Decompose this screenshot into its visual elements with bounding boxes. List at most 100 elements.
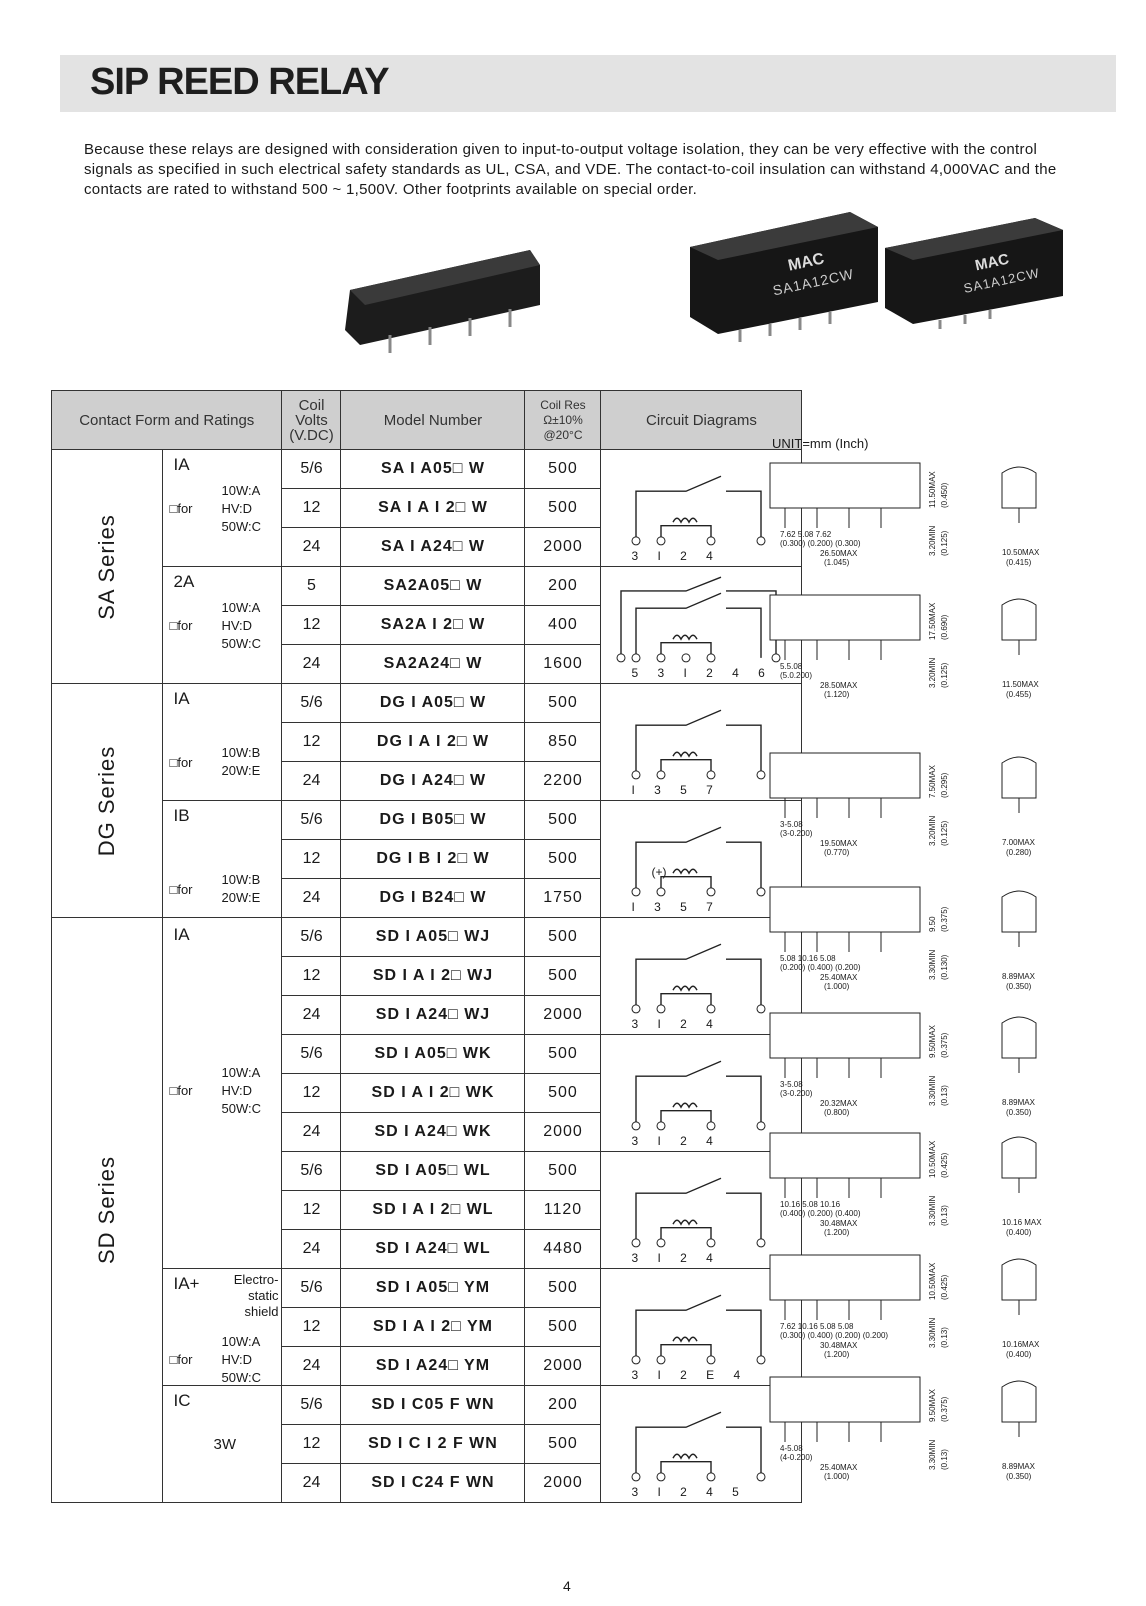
- coil-volts: 12: [281, 1424, 342, 1464]
- pin-labels: 3 I 2 4: [631, 1134, 713, 1149]
- series-label-sd: SD Series: [50, 917, 164, 1503]
- dim-ei: (0.415): [1006, 558, 1032, 567]
- dim-h: 7.50MAX: [928, 765, 937, 798]
- outline-svg: [769, 462, 1037, 528]
- dim-ei: (0.350): [1006, 982, 1032, 991]
- dim-wi: (1.000): [824, 982, 850, 991]
- outline-svg: [769, 1376, 1037, 1442]
- dim-s: 10.16 5.08 10.16: [780, 1200, 841, 1209]
- dim-p: 3.20MIN: [928, 815, 937, 846]
- series-name: SD Series: [94, 1155, 120, 1265]
- pin-labels: 5 3 I 2 4 6: [631, 666, 765, 681]
- dim-e: 11.50MAX: [1002, 680, 1039, 689]
- circuit-diagram-d4: I 3 5 7(+): [600, 800, 803, 918]
- dim-si: (0.300) (0.200) (0.300): [780, 539, 861, 548]
- dim-p: 3.20MIN: [928, 525, 937, 556]
- circuit-diagram-d9: 3 I 2 4 5: [600, 1385, 803, 1503]
- series-name: DG Series: [94, 745, 120, 856]
- dim-hi: (0.450): [940, 482, 949, 508]
- header-model: Model Number: [340, 390, 526, 450]
- series-label-sa: SA Series: [50, 449, 164, 684]
- dim-wi: (0.770): [824, 848, 850, 857]
- model-number: SA2A I 2□ W: [340, 605, 526, 645]
- dim-ei: (0.350): [1006, 1108, 1032, 1117]
- coil-volts: 12: [281, 1190, 342, 1230]
- dimension-drawing: 4-5.08(4-0.200)25.40MAX(1.000)9.50MAX(0.…: [740, 1372, 1120, 1482]
- model-number: DG I A24□ W: [340, 761, 526, 801]
- dim-wi: (1.200): [824, 1350, 850, 1359]
- dim-w: 19.50MAX: [820, 839, 858, 848]
- coil-resistance: 850: [524, 722, 602, 762]
- contact-form-label: IA: [173, 688, 190, 708]
- dim-pi: (0.125): [940, 662, 949, 688]
- coil-resistance: 500: [524, 683, 602, 723]
- contact-form-label: IC: [173, 1390, 191, 1410]
- dim-ei: (0.400): [1006, 1228, 1032, 1237]
- coil-resistance: 2000: [524, 1112, 602, 1152]
- relay-photo-sd-1: MAC SA1A12CW: [690, 212, 880, 344]
- coil-resistance: 1750: [524, 878, 602, 918]
- rating-r2: HV:D: [221, 617, 253, 633]
- rating-r2: HV:D: [221, 500, 253, 516]
- model-number: SD I C24 F WN: [340, 1463, 526, 1503]
- dim-s: 3-5.08: [780, 820, 803, 829]
- dimension-drawing: 10.16 5.08 10.16(0.400) (0.200) (0.400)3…: [740, 1128, 1120, 1238]
- dim-s: 7.62 10.16 5.08 5.08: [780, 1322, 854, 1331]
- dim-ei: (0.350): [1006, 1472, 1032, 1481]
- circuit-diagram-d8: 3 I 2 E 4: [600, 1268, 803, 1386]
- circuit-schematic: [631, 1060, 766, 1130]
- coil-resistance: 2000: [524, 1346, 602, 1386]
- dim-hi: (0.375): [940, 1032, 949, 1058]
- spec-table: Contact Form and Ratings Coil Volts (V.D…: [50, 390, 803, 1503]
- contact-form-label: IA: [173, 454, 190, 474]
- page-title: SIP REED RELAY: [90, 61, 390, 103]
- dimension-drawing: 5.5.08(5.0.200)28.50MAX(1.120)17.50MAX(0…: [740, 590, 1120, 700]
- model-number: SD I A05□ WJ: [340, 917, 526, 957]
- model-number: SD I A I 2□ YM: [340, 1307, 526, 1347]
- dim-p: 3.30MIN: [928, 1075, 937, 1106]
- contact-form-label: 2A: [173, 571, 195, 591]
- coil-volts: 24: [281, 1229, 342, 1269]
- circuit-diagram-d1: 3 I 2 4: [600, 449, 803, 567]
- coil-resistance: 4480: [524, 1229, 602, 1269]
- header-res: Coil Res Ω±10% @20°C: [524, 390, 602, 450]
- model-number: SA2A05□ W: [340, 566, 526, 606]
- pin-labels: I 3 5 7: [631, 783, 713, 798]
- header-volt: Coil Volts (V.DC): [281, 390, 342, 450]
- coil-volts: 24: [281, 1346, 342, 1386]
- outline-svg: [769, 1254, 1037, 1320]
- dim-p: 3.30MIN: [928, 1317, 937, 1348]
- rating-r1: 10W:A: [221, 482, 261, 498]
- dim-w: 30.48MAX: [820, 1219, 858, 1228]
- dim-pi: (0.13): [940, 1327, 949, 1348]
- model-number: SD I A05□ WK: [340, 1034, 526, 1074]
- model-number: SA I A24□ W: [340, 527, 526, 567]
- model-number: SD I A05□ YM: [340, 1268, 526, 1308]
- model-number: SA I A05□ W: [340, 449, 526, 489]
- dimension-drawing: 7.62 10.16 5.08 5.08(0.300) (0.400) (0.2…: [740, 1250, 1120, 1360]
- rating-for: □for: [169, 617, 193, 633]
- pin-labels: I 3 5 7: [631, 900, 713, 915]
- circuit-schematic: [631, 709, 766, 779]
- coil-volts: 5/6: [281, 1151, 342, 1191]
- dim-e: 7.00MAX: [1002, 838, 1035, 847]
- pin-labels: 3 I 2 4: [631, 1017, 713, 1032]
- model-number: SA2A24□ W: [340, 644, 526, 684]
- dim-w: 25.40MAX: [820, 973, 858, 982]
- circuit-diagram-wrap: I 3 5 7: [601, 685, 801, 800]
- coil-resistance: 2000: [524, 527, 602, 567]
